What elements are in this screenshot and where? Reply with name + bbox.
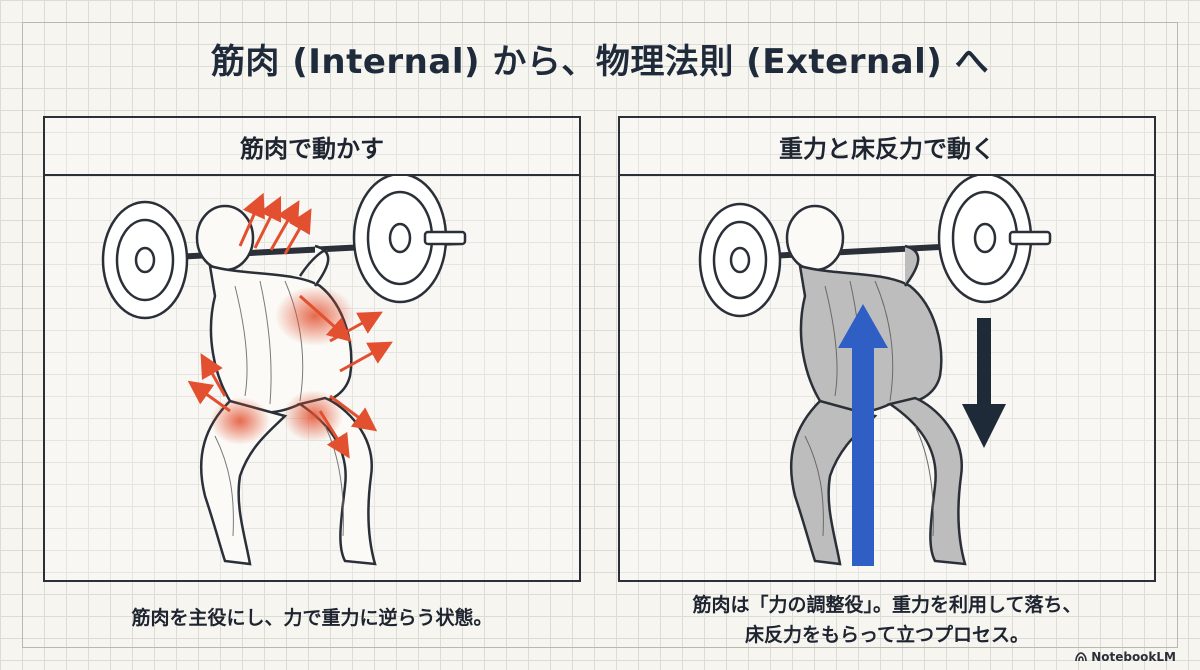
panel-heading-gravity: 重力と床反力で動く — [620, 118, 1154, 176]
branding-label: NotebookLM — [1091, 650, 1176, 664]
panel-muscle-driven: 筋肉で動かす — [43, 116, 581, 582]
caption-gravity-line2: 床反力をもらって立つプロセス。 — [744, 624, 1030, 646]
muscle-force-arrow — [200, 353, 227, 397]
panel-heading-muscle: 筋肉で動かす — [45, 118, 579, 176]
caption-gravity-line1: 筋肉は「力の調整役」。重力を利用して落ち、 — [692, 594, 1082, 616]
notebooklm-logo-icon — [1075, 652, 1087, 662]
page-title: 筋肉 (Internal) から、物理法則 (External) へ — [210, 42, 990, 82]
barbell — [698, 176, 1052, 318]
caption-muscle: 筋肉を主役にし、力で重力に逆らう状態。 — [131, 607, 493, 629]
lifter-body — [785, 204, 967, 566]
muscle-force-arrow — [238, 192, 265, 247]
ground-reaction-arrow — [838, 304, 888, 566]
muscle-force-arrow — [329, 311, 383, 343]
muscle-force-arrow — [283, 208, 312, 255]
muscle-force-arrow — [339, 341, 393, 373]
muscle-force-arrow — [329, 394, 378, 432]
lifter-body — [195, 204, 377, 566]
muscle-force-arrow — [187, 380, 231, 413]
muscle-force-arrow — [253, 195, 282, 249]
outer-frame — [22, 22, 1178, 648]
barbell — [101, 176, 467, 320]
muscle-force-arrow — [299, 294, 352, 342]
gravity-arrow — [962, 318, 1006, 448]
muscle-force-arrow — [318, 410, 350, 459]
caption-gravity: 筋肉は「力の調整役」。重力を利用して落ち、 床反力をもらって立つプロセス。 — [618, 590, 1156, 650]
branding: NotebookLM — [1075, 650, 1176, 664]
panel-gravity-driven: 重力と床反力で動く — [618, 116, 1156, 582]
squat-physics-illustration — [698, 176, 1052, 566]
upper-back-heat — [275, 286, 355, 346]
quad-heat-right — [283, 390, 343, 442]
muscle-force-arrows — [187, 192, 393, 459]
squat-muscle-illustration — [101, 176, 467, 566]
